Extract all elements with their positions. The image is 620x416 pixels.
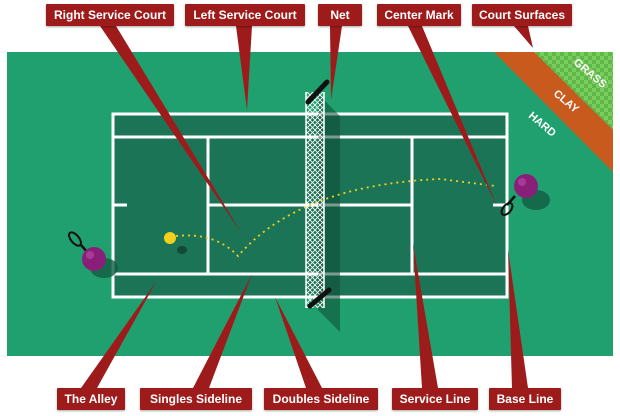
pointer-court-surfaces (514, 26, 533, 48)
callout-pointers (81, 26, 533, 388)
label-right-service-court: Right Service Court (46, 4, 174, 26)
pointer-base-line (508, 250, 528, 388)
player-left (68, 231, 118, 278)
player-right-highlight (518, 178, 526, 186)
clay-band (494, 52, 613, 172)
label-doubles-sideline: Doubles Sideline (264, 388, 378, 410)
net-bottom-post (307, 287, 332, 309)
pointer-singles-sideline (193, 274, 252, 388)
player-right (500, 174, 550, 216)
pointer-center-mark (408, 26, 497, 206)
tennis-ball-icon (164, 232, 176, 244)
racket-right-icon (500, 202, 514, 216)
label-singles-sideline: Singles Sideline (140, 388, 252, 410)
label-the-alley: The Alley (57, 388, 125, 410)
tennis-ball-shadow (177, 246, 187, 254)
net (305, 79, 340, 332)
player-left-icon (82, 247, 106, 271)
court-surface-bands (494, 52, 613, 172)
pointer-net (330, 26, 342, 100)
pointer-the-alley (81, 282, 156, 388)
racket-left-icon (68, 231, 82, 247)
label-service-line: Service Line (392, 388, 478, 410)
label-net: Net (318, 4, 362, 26)
pointer-left-service-court (236, 26, 252, 110)
pointer-service-line (413, 244, 438, 388)
ball-trajectory (175, 178, 497, 258)
label-left-service-court: Left Service Court (185, 4, 305, 26)
label-court-surfaces: Court Surfaces (472, 4, 572, 26)
player-right-icon (514, 174, 538, 198)
pointer-right-service-court (100, 26, 242, 234)
net-mesh (306, 92, 324, 308)
label-base-line: Base Line (489, 388, 561, 410)
net-top-post (305, 79, 330, 105)
pointer-doubles-sideline (275, 297, 322, 388)
player-left-highlight (86, 251, 94, 259)
label-center-mark: Center Mark (377, 4, 461, 26)
